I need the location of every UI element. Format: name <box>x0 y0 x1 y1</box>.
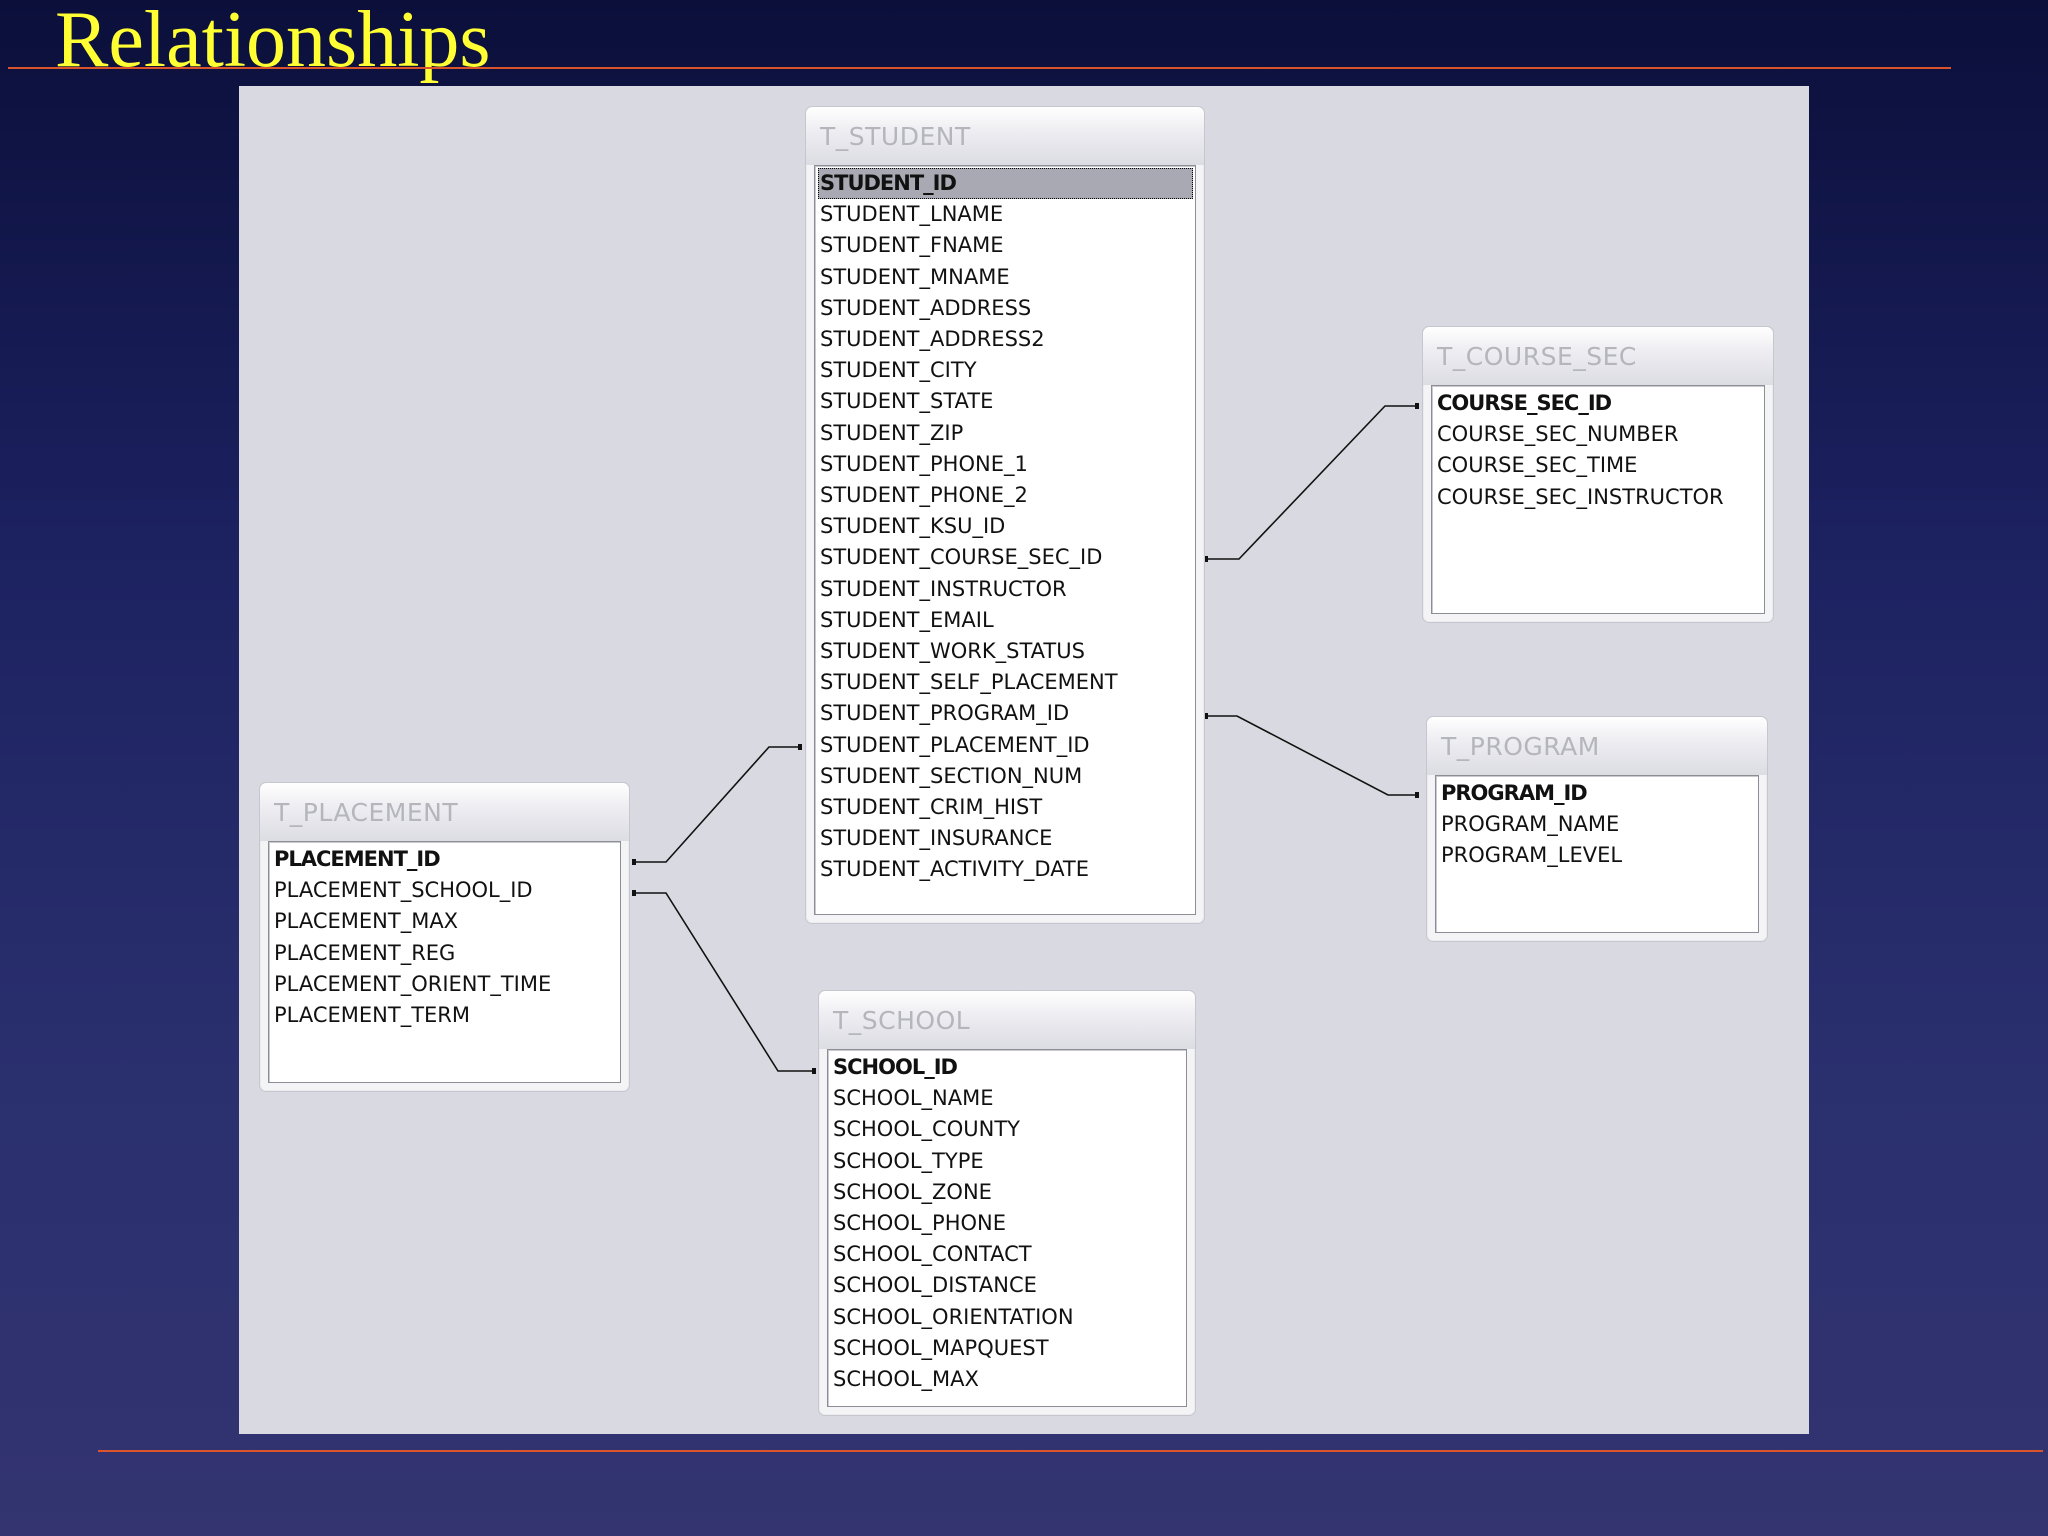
field-school-max[interactable]: SCHOOL_MAX <box>833 1367 979 1392</box>
field-student-work-status[interactable]: STUDENT_WORK_STATUS <box>820 639 1085 664</box>
field-school-type[interactable]: SCHOOL_TYPE <box>833 1148 984 1173</box>
field-list-t-placement[interactable]: PLACEMENT_ID PLACEMENT_SCHOOL_ID PLACEME… <box>268 841 621 1083</box>
rel-line-placement-school <box>633 892 816 1072</box>
field-student-course-sec-id[interactable]: STUDENT_COURSE_SEC_ID <box>820 545 1103 570</box>
field-course-sec-instructor[interactable]: COURSE_SEC_INSTRUCTOR <box>1437 484 1724 509</box>
table-t-program[interactable]: T_PROGRAM PROGRAM_ID PROGRAM_NAME PROGRA… <box>1426 716 1768 942</box>
field-student-lname[interactable]: STUDENT_LNAME <box>820 202 1004 227</box>
field-student-fname[interactable]: STUDENT_FNAME <box>820 233 1004 258</box>
field-course-sec-id[interactable]: COURSE_SEC_ID <box>1437 391 1612 415</box>
title-underline <box>8 67 1951 69</box>
field-student-placement-id[interactable]: STUDENT_PLACEMENT_ID <box>820 732 1090 757</box>
relationships-canvas: T_STUDENT STUDENT_ID STUDENT_LNAME STUDE… <box>239 86 1809 1434</box>
field-placement-term[interactable]: PLACEMENT_TERM <box>274 1003 471 1028</box>
field-program-name[interactable]: PROGRAM_NAME <box>1441 812 1620 837</box>
field-program-level[interactable]: PROGRAM_LEVEL <box>1441 843 1623 868</box>
field-student-instructor[interactable]: STUDENT_INSTRUCTOR <box>820 576 1067 601</box>
field-student-zip[interactable]: STUDENT_ZIP <box>820 420 964 445</box>
field-student-program-id[interactable]: STUDENT_PROGRAM_ID <box>820 701 1070 726</box>
field-student-insurance[interactable]: STUDENT_INSURANCE <box>820 826 1053 851</box>
field-list-t-school[interactable]: SCHOOL_ID SCHOOL_NAME SCHOOL_COUNTY SCHO… <box>827 1049 1187 1407</box>
field-placement-reg[interactable]: PLACEMENT_REG <box>274 940 456 965</box>
field-list-t-course-sec[interactable]: COURSE_SEC_ID COURSE_SEC_NUMBER COURSE_S… <box>1431 385 1765 614</box>
field-student-address2[interactable]: STUDENT_ADDRESS2 <box>820 327 1045 352</box>
field-school-id[interactable]: SCHOOL_ID <box>833 1055 958 1079</box>
table-t-course-sec[interactable]: T_COURSE_SEC COURSE_SEC_ID COURSE_SEC_NU… <box>1422 326 1774 623</box>
field-student-id[interactable]: STUDENT_ID <box>818 168 1193 200</box>
field-placement-id[interactable]: PLACEMENT_ID <box>274 847 441 871</box>
table-t-school[interactable]: T_SCHOOL SCHOOL_ID SCHOOL_NAME SCHOOL_CO… <box>818 990 1196 1416</box>
rel-line-student-program <box>1205 715 1419 796</box>
field-course-sec-number[interactable]: COURSE_SEC_NUMBER <box>1437 422 1679 447</box>
field-school-mapquest[interactable]: SCHOOL_MAPQUEST <box>833 1335 1049 1360</box>
field-student-mname[interactable]: STUDENT_MNAME <box>820 264 1010 289</box>
table-t-student[interactable]: T_STUDENT STUDENT_ID STUDENT_LNAME STUDE… <box>805 106 1205 924</box>
field-list-t-student[interactable]: STUDENT_ID STUDENT_LNAME STUDENT_FNAME S… <box>814 165 1196 915</box>
field-school-orientation[interactable]: SCHOOL_ORIENTATION <box>833 1304 1074 1329</box>
footer-rule <box>98 1450 2043 1452</box>
field-program-id[interactable]: PROGRAM_ID <box>1441 781 1588 805</box>
field-placement-max[interactable]: PLACEMENT_MAX <box>274 909 459 934</box>
table-title-t-student[interactable]: T_STUDENT <box>806 107 1204 165</box>
field-school-name[interactable]: SCHOOL_NAME <box>833 1086 994 1111</box>
table-title-t-placement[interactable]: T_PLACEMENT <box>260 783 629 841</box>
field-school-contact[interactable]: SCHOOL_CONTACT <box>833 1242 1032 1267</box>
field-student-email[interactable]: STUDENT_EMAIL <box>820 607 994 632</box>
field-school-distance[interactable]: SCHOOL_DISTANCE <box>833 1273 1037 1298</box>
field-student-self-placement[interactable]: STUDENT_SELF_PLACEMENT <box>820 670 1118 695</box>
rel-line-placement-student <box>633 746 802 863</box>
field-school-county[interactable]: SCHOOL_COUNTY <box>833 1117 1020 1142</box>
field-student-ksu-id[interactable]: STUDENT_KSU_ID <box>820 514 1006 539</box>
table-title-t-course-sec[interactable]: T_COURSE_SEC <box>1423 327 1773 385</box>
field-student-activity-date[interactable]: STUDENT_ACTIVITY_DATE <box>820 857 1090 882</box>
field-school-zone[interactable]: SCHOOL_ZONE <box>833 1179 992 1204</box>
field-student-state[interactable]: STUDENT_STATE <box>820 389 994 414</box>
field-school-phone[interactable]: SCHOOL_PHONE <box>833 1211 1007 1236</box>
table-t-placement[interactable]: T_PLACEMENT PLACEMENT_ID PLACEMENT_SCHOO… <box>259 782 630 1092</box>
field-student-section-num[interactable]: STUDENT_SECTION_NUM <box>820 763 1083 788</box>
rel-line-student-course-sec <box>1205 405 1419 560</box>
slide-title: Relationships <box>55 0 491 84</box>
field-placement-school-id[interactable]: PLACEMENT_SCHOOL_ID <box>274 878 533 903</box>
field-placement-orient-time[interactable]: PLACEMENT_ORIENT_TIME <box>274 971 552 996</box>
field-course-sec-time[interactable]: COURSE_SEC_TIME <box>1437 453 1638 478</box>
table-title-t-program[interactable]: T_PROGRAM <box>1427 717 1767 775</box>
field-student-city[interactable]: STUDENT_CITY <box>820 358 977 383</box>
field-student-address[interactable]: STUDENT_ADDRESS <box>820 295 1032 320</box>
field-student-phone-1[interactable]: STUDENT_PHONE_1 <box>820 451 1028 476</box>
field-list-t-program[interactable]: PROGRAM_ID PROGRAM_NAME PROGRAM_LEVEL <box>1435 775 1759 933</box>
field-student-phone-2[interactable]: STUDENT_PHONE_2 <box>820 483 1028 508</box>
table-title-t-school[interactable]: T_SCHOOL <box>819 991 1195 1049</box>
field-student-crim-hist[interactable]: STUDENT_CRIM_HIST <box>820 795 1043 820</box>
